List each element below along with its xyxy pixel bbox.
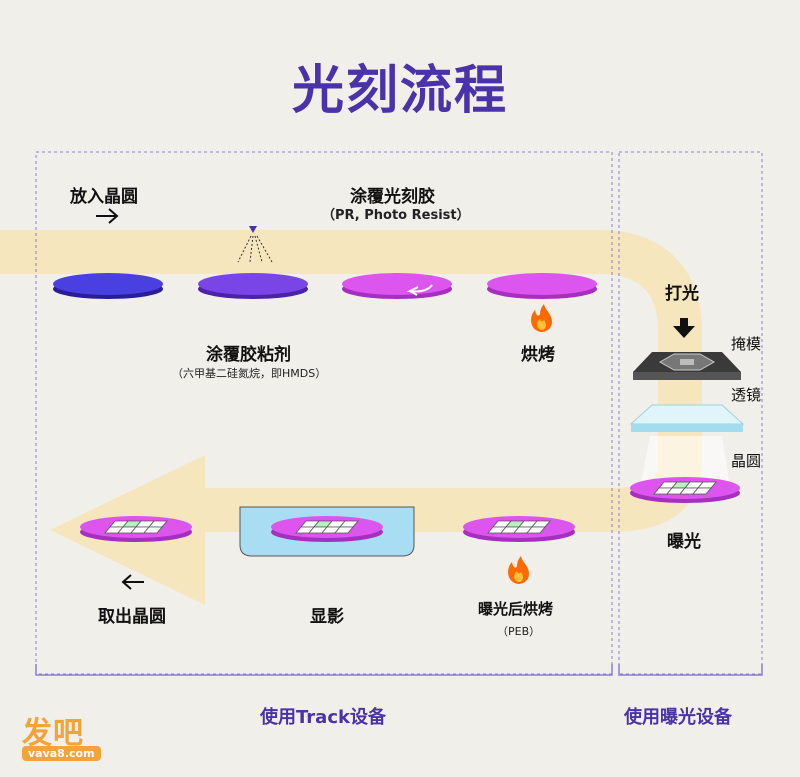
step-light: 打光 <box>665 284 699 304</box>
label-wafer: 晶圆 <box>731 452 762 470</box>
wafer-resist <box>342 273 452 299</box>
step-develop: 显影 <box>310 607 344 627</box>
flame-icon <box>508 556 529 584</box>
rotate-arrow-icon <box>406 284 433 296</box>
step-load-wafer: 放入晶圆 <box>70 187 138 207</box>
track-frame <box>35 151 613 675</box>
chip-cell <box>143 526 163 534</box>
section-track: 使用Track设备 <box>260 707 386 728</box>
wafer-blank <box>53 273 163 299</box>
step-exposure: 曝光 <box>667 532 701 552</box>
wafer-bake <box>487 273 597 299</box>
chip-cell <box>334 526 354 534</box>
exposure-bracket <box>618 664 763 676</box>
flame-icon <box>531 304 552 332</box>
step-unload-wafer: 取出晶圆 <box>98 607 166 627</box>
step-peb-sub: （PEB） <box>497 625 541 638</box>
step-coat-resist-sub: （PR, Photo Resist） <box>322 208 470 223</box>
page-title: 光刻流程 <box>291 61 508 121</box>
arrow-down-icon <box>673 318 695 338</box>
mask <box>633 352 741 380</box>
label-mask: 掩模 <box>731 335 762 353</box>
step-coat-resist: 涂覆光刻胶 <box>350 187 435 207</box>
arrow-left-icon <box>121 574 144 590</box>
track-bracket <box>35 664 613 676</box>
section-exposure: 使用曝光设备 <box>624 707 732 728</box>
step-adhesive-sub: （六甲基二硅氮烷，即HMDS） <box>172 367 327 380</box>
chip-cell <box>526 526 546 534</box>
chip-grid-icon <box>104 481 717 534</box>
chip-cell <box>692 487 712 495</box>
wafer-hmds <box>198 273 308 299</box>
step-peb: 曝光后烘烤 <box>478 600 554 618</box>
nozzle-icon <box>237 226 273 263</box>
logo: 发吧 <box>22 716 84 751</box>
arrow-right-icon <box>96 208 119 224</box>
light-beam <box>640 436 730 488</box>
step-bake: 烘烤 <box>521 345 555 365</box>
logo-url: vava8.com <box>22 746 101 761</box>
lens <box>629 404 745 432</box>
label-lens: 透镜 <box>731 386 762 404</box>
exposure-frame <box>618 151 763 675</box>
step-adhesive: 涂覆胶粘剂 <box>206 345 291 365</box>
